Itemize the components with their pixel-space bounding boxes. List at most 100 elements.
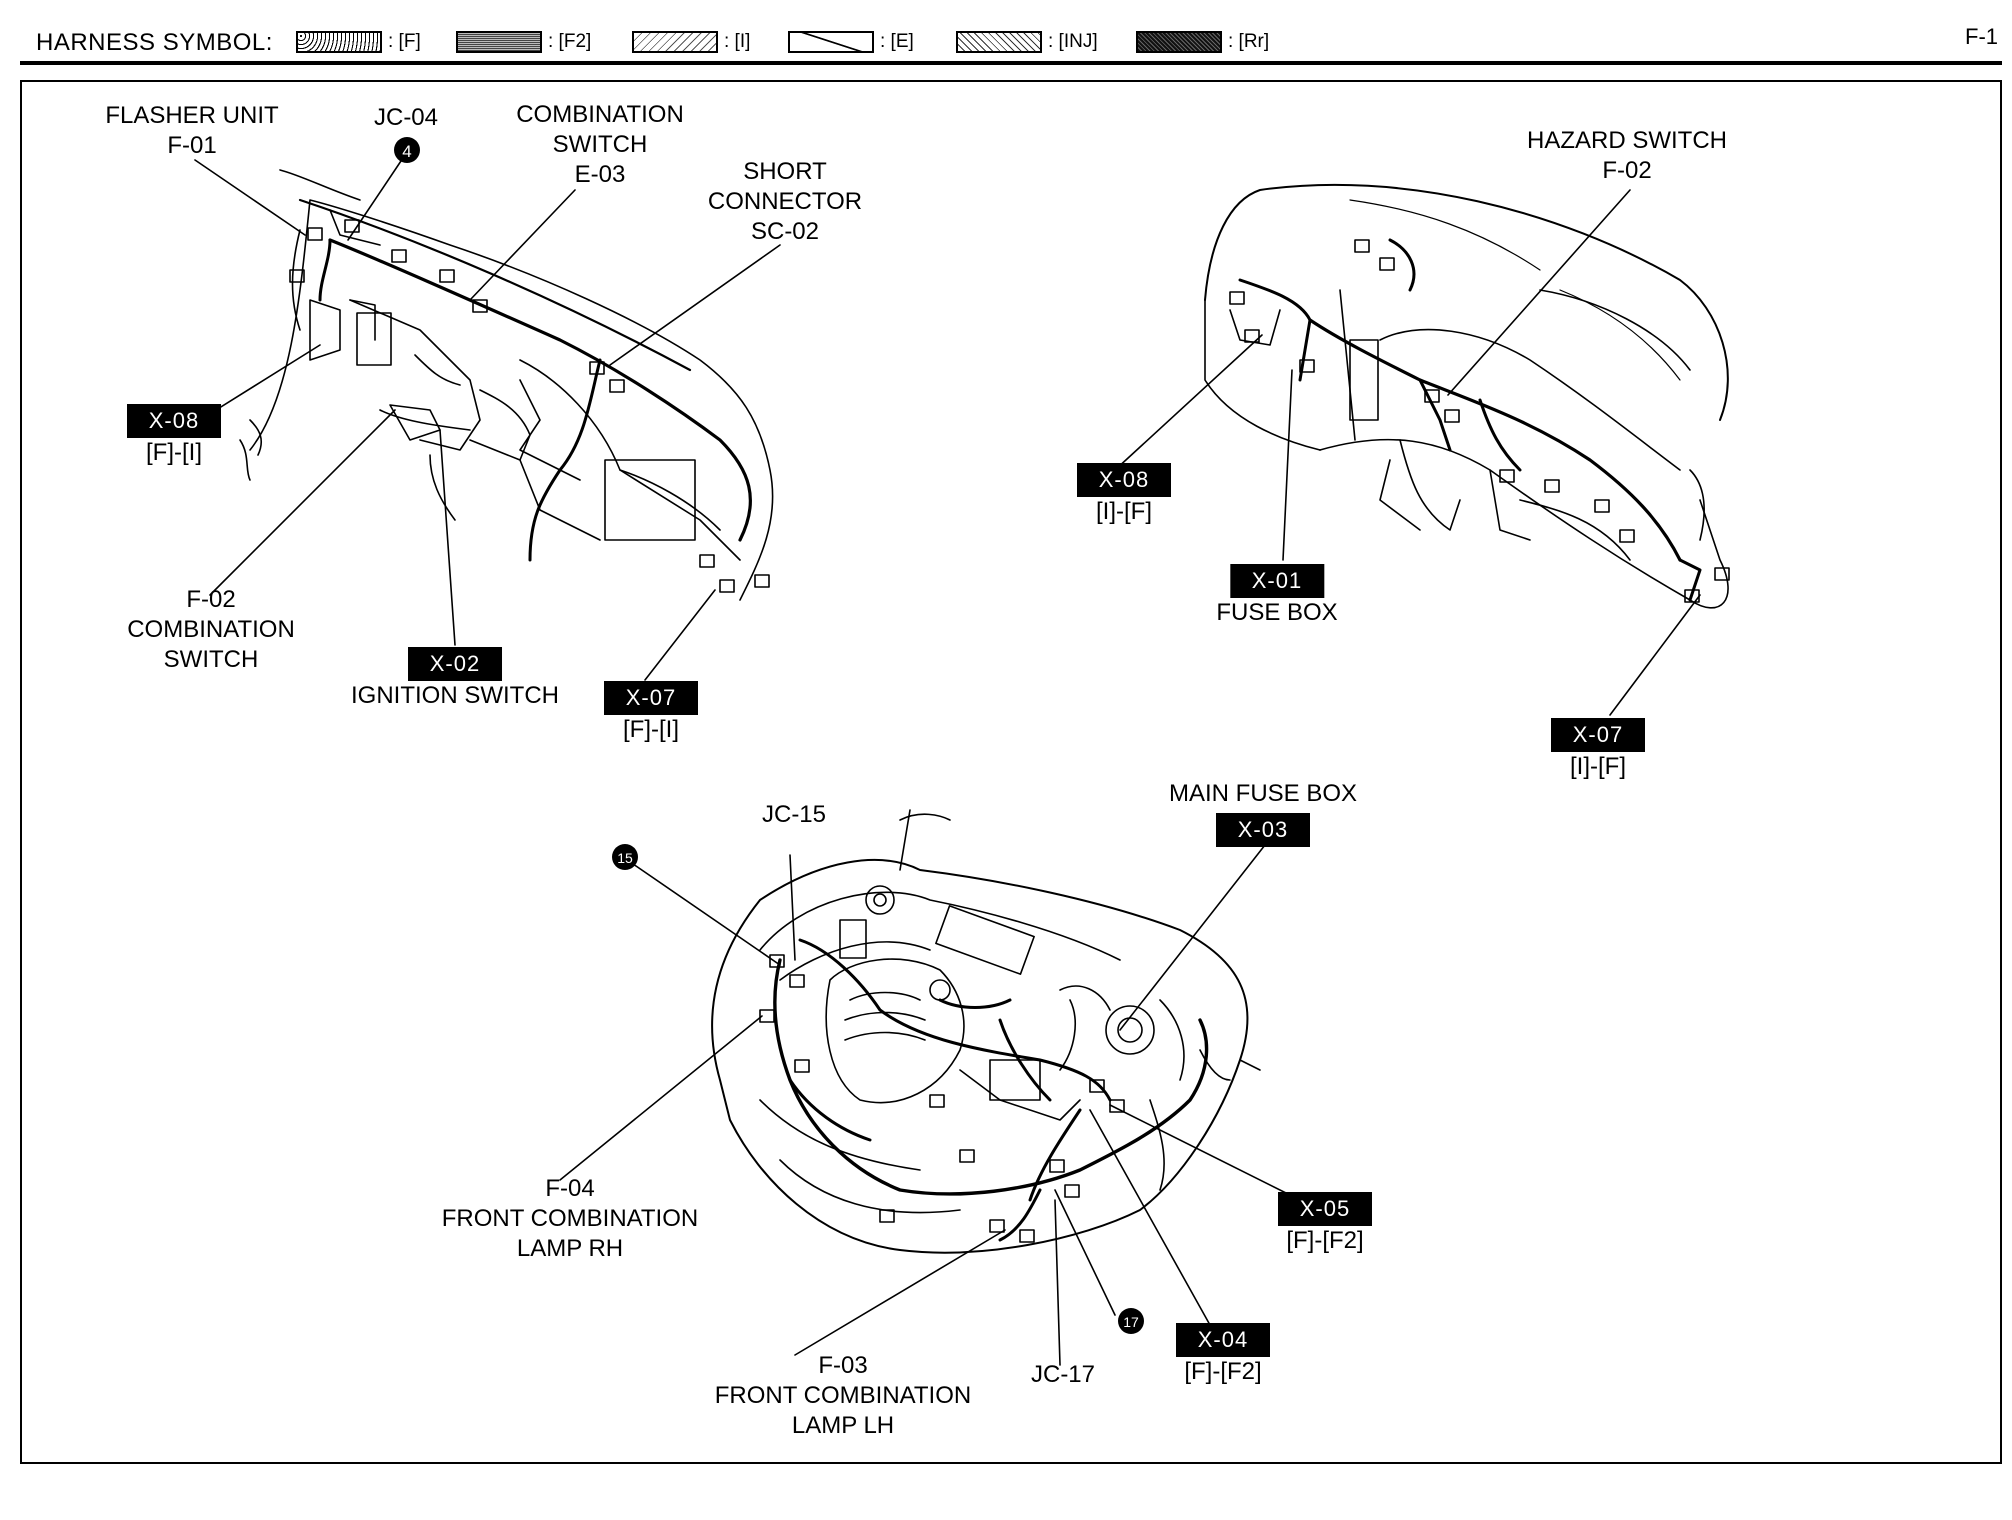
leader-short-conn [609,244,781,366]
page-number: F-1 [1965,24,1998,49]
connector-code: X-07 [1551,718,1645,752]
connector-sub: FUSE BOX [1216,599,1338,626]
connector-code: X-08 [127,404,221,438]
jc-15-marker: 15 [612,844,638,870]
legend-item-e: : [E] [788,29,914,55]
legend-label-f: : [F] [388,31,421,52]
connector-sub: IGNITION SWITCH [351,682,559,709]
label-main-fuse-box: MAIN FUSE BOX [1168,780,1358,807]
leader-comb-e03 [469,189,576,301]
label-line: COMBINATION [516,101,684,128]
connector-x07-right: X-07 [I]-[F] [1551,718,1645,782]
connector-code: X-03 [1216,813,1310,847]
page-header: HARNESS SYMBOL: : [F] : [F2] : [I] : [E]… [0,0,2012,66]
svg-text:4: 4 [402,142,411,161]
label-line: E-03 [574,161,626,188]
leader-x05 [1109,1104,1291,1196]
leader-x04 [1089,1109,1211,1326]
leader-hazard [1447,189,1631,396]
label-line: FLASHER UNIT [105,102,279,129]
label-f02-combination-switch: F-02 COMBINATION SWITCH [127,585,295,675]
label-f03-front-comb-lamp-lh: F-03 FRONT COMBINATION LAMP LH [715,1351,971,1441]
leader-x03 [1119,844,1266,1031]
label-jc04: JC-04 [373,104,439,131]
legend-label-e: : [E] [880,31,914,52]
legend-label-i: : [I] [724,31,751,52]
leader-x07-right [1609,594,1701,716]
leader-f02-comb [209,409,396,596]
label-short-connector: SHORT CONNECTOR SC-02 [708,157,862,247]
legend-item-i: : [I] [632,29,750,55]
connector-x08-right: X-08 [I]-[F] [1077,463,1171,527]
engine-bay-illustration [711,809,1261,1254]
label-flasher-unit: FLASHER UNIT F-01 [105,101,278,161]
leader-f04 [559,1015,763,1181]
connector-code: X-01 [1229,564,1324,598]
connector-code: X-04 [1176,1323,1270,1357]
label-line: COMBINATION [127,616,295,643]
label-jc17: JC-17 [1030,1361,1096,1388]
diagram-frame [20,80,2002,1464]
connector-sub: [F]-[I] [146,439,202,466]
legend-swatch-e [788,31,874,53]
label-line: F-04 [545,1175,595,1202]
harness-symbol-title: HARNESS SYMBOL: [36,29,273,56]
svg-text:15: 15 [617,850,633,866]
legend-swatch-i [632,31,718,53]
label-line: LAMP LH [791,1412,895,1439]
label-line: HAZARD SWITCH [1527,127,1727,154]
legend-item-rr: : [Rr] [1136,29,1269,55]
jc-17-marker: 17 [1118,1308,1144,1334]
connector-x08-left: X-08 [F]-[I] [127,404,221,468]
legend-swatch-inj [956,31,1042,53]
label-line: F-01 [167,132,217,159]
leader-flasher [194,159,306,236]
label-line: SWITCH [163,646,259,673]
connector-sub: [F]-[F2] [1286,1227,1364,1254]
label-line: SWITCH [552,131,648,158]
label-line: SHORT [743,158,827,185]
connector-sub: [F]-[I] [623,716,679,743]
connector-code: X-07 [604,681,698,715]
legend-item-f2: : [F2] [456,29,591,55]
legend-swatch-f2 [456,31,542,53]
legend-label-f2: : [F2] [548,31,592,52]
leader-jc17-num [1054,1189,1116,1316]
legend-swatch-f [296,31,382,53]
connector-x07-left: X-07 [F]-[I] [604,681,698,745]
leader-jc04 [347,154,406,241]
header-rule [20,61,2002,65]
leader-jc15-num [619,854,781,966]
connector-x04: X-04 [F]-[F2] [1176,1323,1270,1387]
connector-sub: [I]-[F] [1096,498,1152,525]
legend-item-f: : [F] [296,29,421,55]
connector-code: X-05 [1278,1192,1372,1226]
connector-sub: [F]-[F2] [1184,1358,1262,1385]
label-combination-switch-e03: COMBINATION SWITCH E-03 [516,100,684,190]
legend-item-inj: : [INJ] [956,29,1098,55]
label-line: FRONT COMBINATION [714,1382,972,1409]
leader-f03 [794,1229,1006,1356]
label-f04-front-comb-lamp-rh: F-04 FRONT COMBINATION LAMP RH [442,1174,698,1264]
legend-swatch-rr [1136,31,1222,53]
connector-x02: X-02 IGNITION SWITCH [351,647,559,711]
connector-x05: X-05 [F]-[F2] [1278,1192,1372,1256]
label-jc15: JC-15 [761,801,827,828]
leader-jc15 [789,854,796,961]
leader-x01 [1282,369,1293,561]
leader-x07-left [644,589,716,681]
connector-x01: X-01 FUSE BOX [1216,564,1338,628]
label-line: F-02 [186,586,236,613]
connector-x03: X-03 [1216,813,1310,847]
label-line: F-02 [1602,157,1652,184]
label-line: SC-02 [750,218,820,245]
left-dash-illustration [239,169,774,601]
connector-code: X-08 [1077,463,1171,497]
label-line: LAMP RH [516,1235,624,1262]
leader-jc17 [1054,1199,1061,1366]
leader-x08-right [1114,334,1263,471]
label-line: FRONT COMBINATION [441,1205,699,1232]
label-line: CONNECTOR [707,188,863,215]
legend-label-rr: : [Rr] [1228,31,1270,52]
